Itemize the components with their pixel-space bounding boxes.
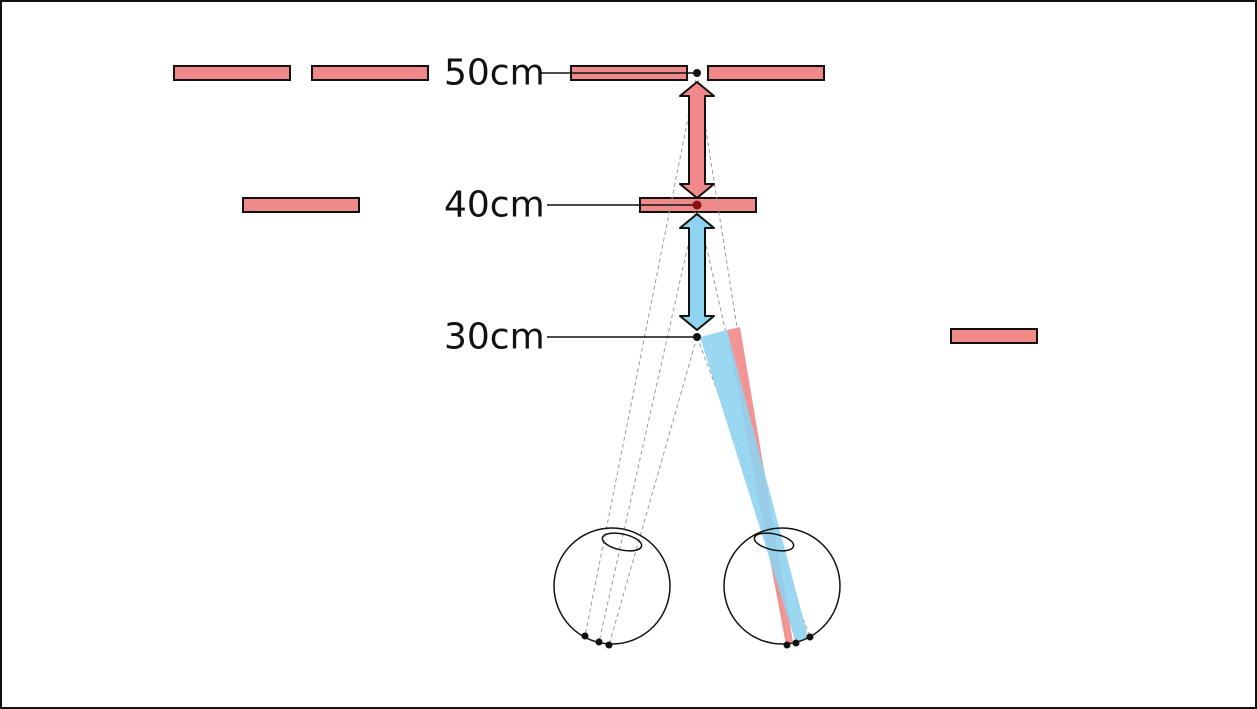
label-leaders xyxy=(540,72,694,338)
label-40cm: 40cm xyxy=(444,185,545,226)
right-lens xyxy=(753,532,795,552)
label-30cm: 30cm xyxy=(444,317,545,358)
ray-left-40 xyxy=(598,204,698,643)
ray-left-30 xyxy=(608,336,698,646)
panel-30-1 xyxy=(950,328,1038,344)
panel-50-1 xyxy=(173,65,291,81)
right-retina-point-2 xyxy=(792,639,800,647)
panel-50-2 xyxy=(311,65,429,81)
label-50cm: 50cm xyxy=(444,53,545,94)
right-retina-point-1 xyxy=(783,641,791,649)
point-50cm xyxy=(693,69,701,77)
red-double-arrow xyxy=(679,81,715,199)
point-30cm xyxy=(693,333,701,341)
left-lens xyxy=(601,532,643,552)
point-40cm xyxy=(692,200,702,210)
left-retina-point-3 xyxy=(605,641,613,649)
right-eyeball xyxy=(723,527,841,645)
left-eye-icon xyxy=(553,527,671,649)
panel-40-1 xyxy=(242,197,360,213)
right-retina-point-3 xyxy=(806,633,814,641)
blue-double-arrow xyxy=(679,213,715,331)
left-retina-point-1 xyxy=(581,632,589,640)
left-retina-point-2 xyxy=(595,638,603,646)
panel-50-4 xyxy=(707,65,825,81)
right-eye-icon xyxy=(723,527,841,649)
blue-visual-cone xyxy=(700,330,808,643)
